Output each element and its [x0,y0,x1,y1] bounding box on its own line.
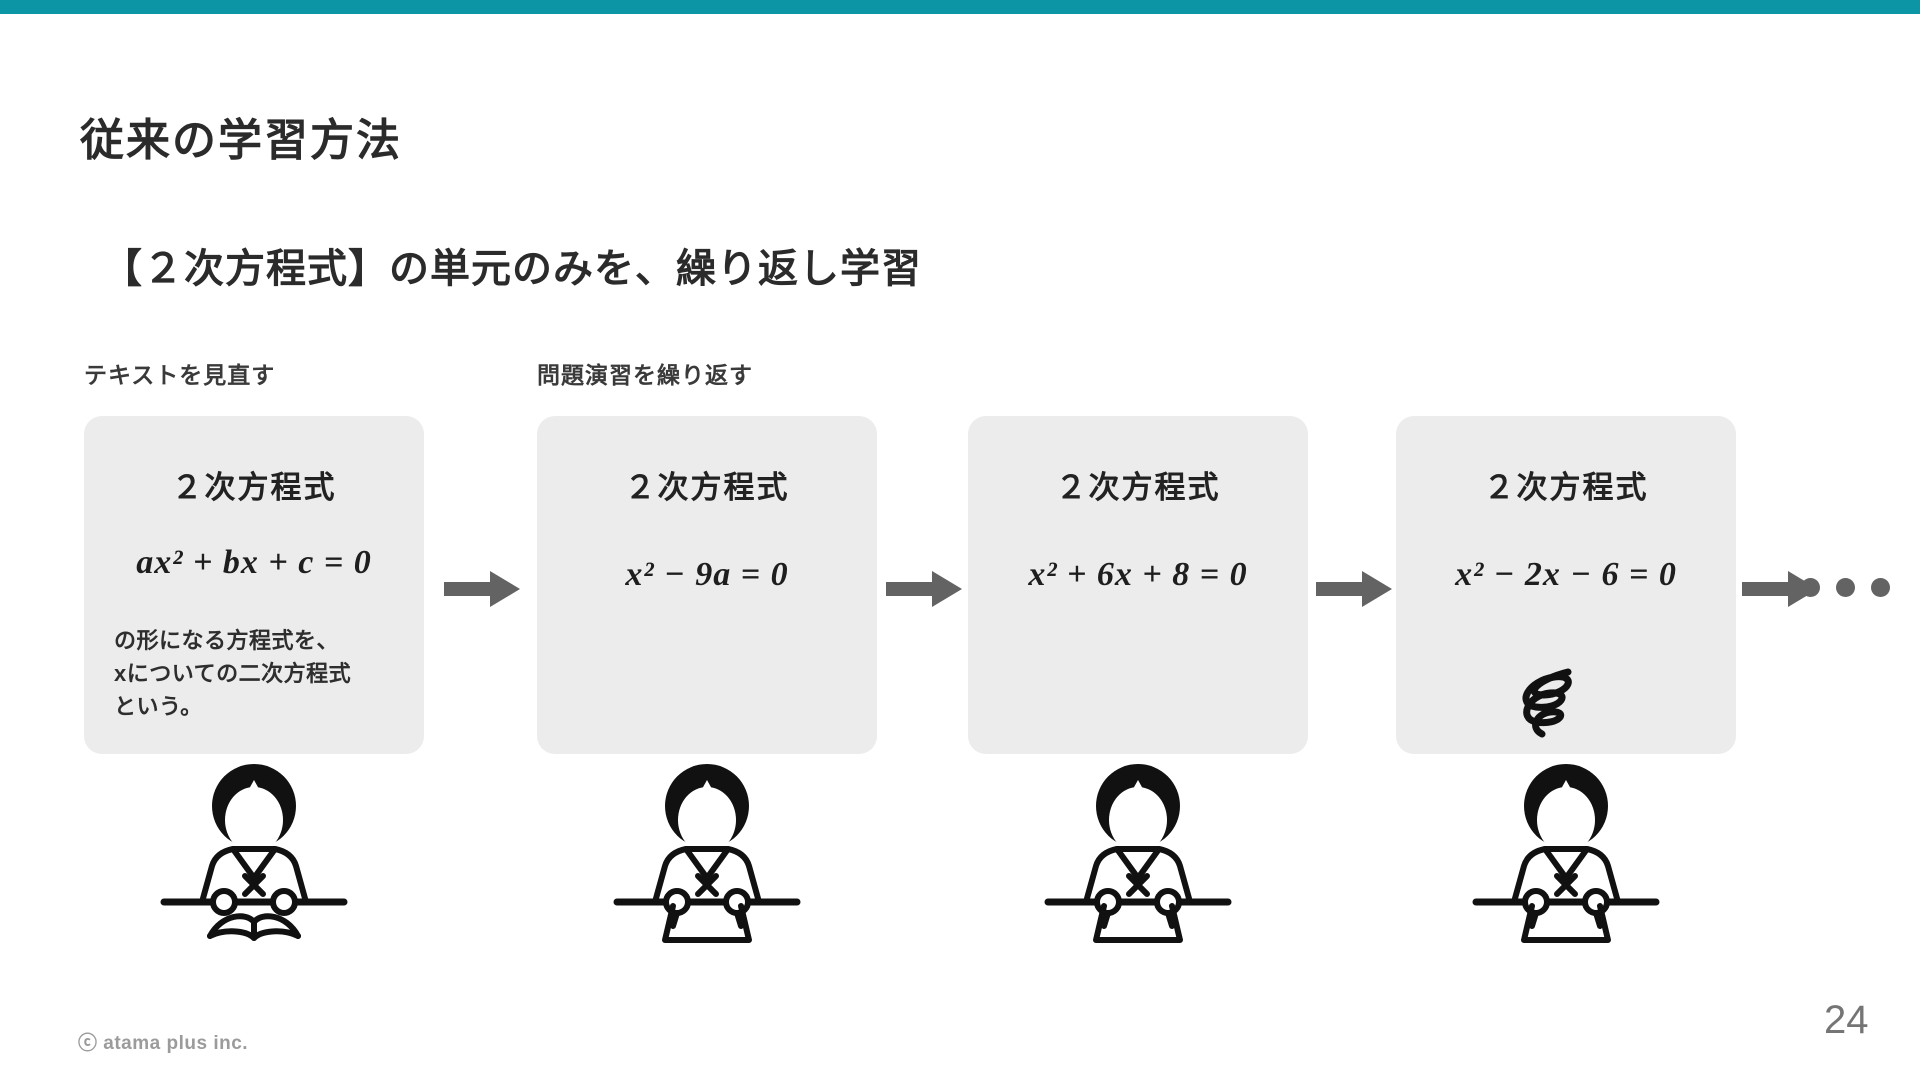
step-label-review-text: テキストを見直す [84,362,276,388]
unit-box-1: ２次方程式 ax² + bx + c = 0 の形になる方程式を、 xについての… [84,416,424,754]
page-number: 24 [1824,998,1869,1042]
equation-text: x² + 6x + 8 = 0 [1028,556,1248,593]
ellipsis-dot [1871,578,1890,597]
right-arrow-icon [1316,571,1392,607]
equation-text: x² − 2x − 6 = 0 [1455,556,1677,593]
student-writing-icon [1044,764,1232,943]
slide-subtitle: 【２次方程式】の単元のみを、繰り返し学習 [102,247,922,291]
footer-copyright: ⓒ atama plus inc. [78,1033,249,1054]
unit-box-4: ２次方程式 x² − 2x − 6 = 0 [1396,416,1736,754]
top-accent-bar [0,0,1920,14]
unit-box-title: ２次方程式 [171,470,337,505]
student-writing-icon [1472,764,1660,943]
unit-box-title: ２次方程式 [624,470,790,505]
ellipsis-dot [1801,578,1820,597]
unit-box-2: ２次方程式 x² − 9a = 0 [537,416,877,754]
unit-description: の形になる方程式を、 xについての二次方程式 という。 [114,628,352,719]
step-label-repeat-exercises: 問題演習を繰り返す [537,362,753,388]
student-writing-icon [613,764,801,943]
ellipsis-dot [1836,578,1855,597]
right-arrow-icon [444,571,520,607]
unit-box-3: ２次方程式 x² + 6x + 8 = 0 [968,416,1308,754]
right-arrow-icon [886,571,962,607]
slide-title: 従来の学習方法 [80,116,402,165]
equation-text: x² − 9a = 0 [625,556,789,593]
equation-text: ax² + bx + c = 0 [136,544,372,581]
student-reading-book-icon [160,764,348,941]
unit-box-title: ２次方程式 [1055,470,1221,505]
unit-box-title: ２次方程式 [1483,470,1649,505]
scribble-icon [1522,668,1572,738]
